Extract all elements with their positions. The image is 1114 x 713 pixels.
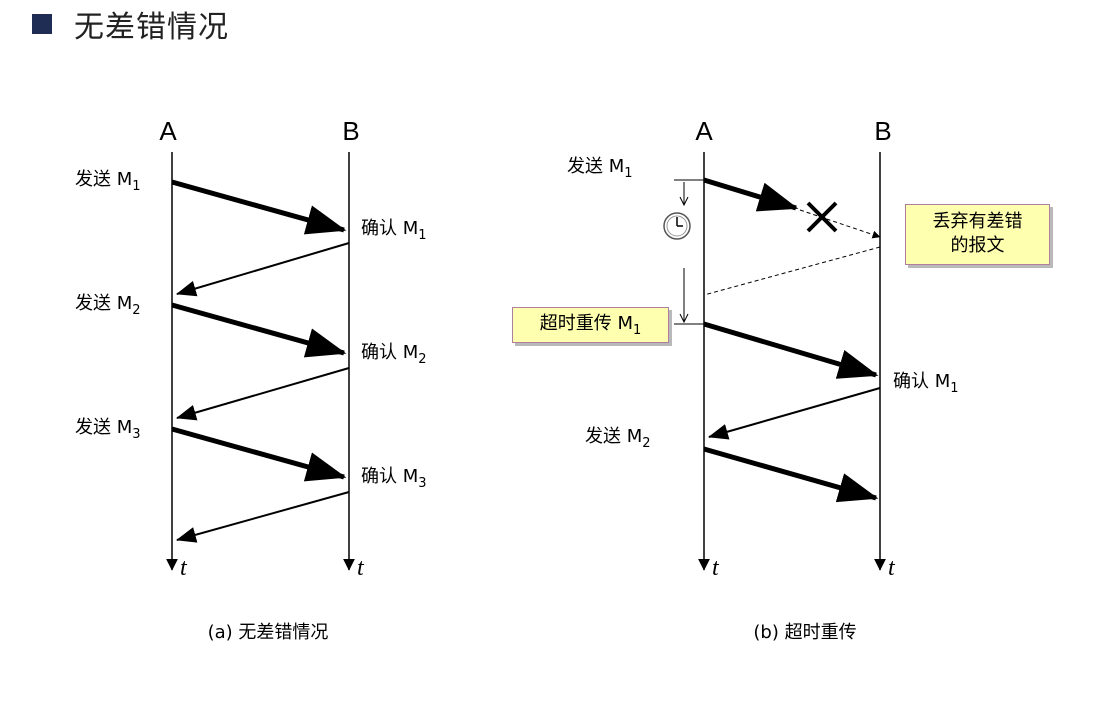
- ack-frame-arrow: [176, 242, 350, 297]
- column-label-b: B: [874, 116, 891, 146]
- timeout-dashed-path: [703, 246, 881, 296]
- caption-b: (b) 超时重传: [753, 622, 856, 643]
- column-label-b: B: [342, 116, 359, 146]
- data-frame-arrow: [171, 179, 347, 235]
- send-label-m1: 发送 M1: [75, 169, 141, 194]
- ack-frame-arrow: [708, 387, 881, 440]
- retransmit-note: 超时重传 M1: [512, 307, 669, 343]
- cross-icon: [806, 201, 838, 233]
- diagram-a: A B t t 发送 M1 发送 M2 发送 M3 确认 M1 确认 M2 确认…: [75, 116, 427, 643]
- retransmit-note-label: 超时重传 M: [539, 313, 633, 334]
- data-frame-arrow: [171, 302, 347, 358]
- discard-note: 丢弃有差错 的报文: [905, 204, 1050, 265]
- heading-text: 无差错情况: [74, 10, 229, 45]
- column-label-a: A: [159, 116, 177, 146]
- ack-label-m3: 确认 M3: [361, 466, 427, 491]
- lost-frame-dashed-path: [799, 209, 881, 239]
- caption-a: (a) 无差错情况: [208, 622, 329, 643]
- ack-label-m1: 确认 M1: [893, 371, 959, 396]
- retransmit-note-sub: 1: [632, 323, 642, 338]
- clock-icon: [663, 212, 691, 240]
- send-label-m3: 发送 M3: [75, 417, 141, 442]
- lost-frame-arrow: [703, 177, 799, 212]
- time-label-a: t: [180, 555, 188, 581]
- data-frame-arrow: [703, 446, 879, 503]
- ack-label-m1: 确认 M1: [361, 218, 427, 243]
- time-label-b: t: [357, 555, 365, 581]
- ack-frame-arrow: [176, 491, 350, 543]
- ack-frame-arrow: [176, 367, 350, 421]
- time-label-a: t: [712, 555, 720, 581]
- send-label-m2: 发送 M2: [585, 426, 651, 451]
- send-label-m1: 发送 M1: [567, 156, 633, 181]
- retransmit-frame-arrow: [703, 321, 879, 379]
- ack-label-m2: 确认 M2: [361, 342, 427, 367]
- data-frame-arrow: [171, 426, 347, 482]
- diagram-b: A B t t 发送 M1: [567, 116, 959, 643]
- time-label-b: t: [888, 555, 896, 581]
- send-label-m2: 发送 M2: [75, 293, 141, 318]
- column-label-a: A: [695, 116, 713, 146]
- square-bullet-icon: [32, 14, 52, 34]
- timeout-interval: [674, 179, 704, 325]
- slide-heading: 无差错情况: [32, 2, 229, 46]
- discard-note-line2: 的报文: [950, 235, 1005, 256]
- discard-note-line1: 丢弃有差错: [932, 211, 1023, 232]
